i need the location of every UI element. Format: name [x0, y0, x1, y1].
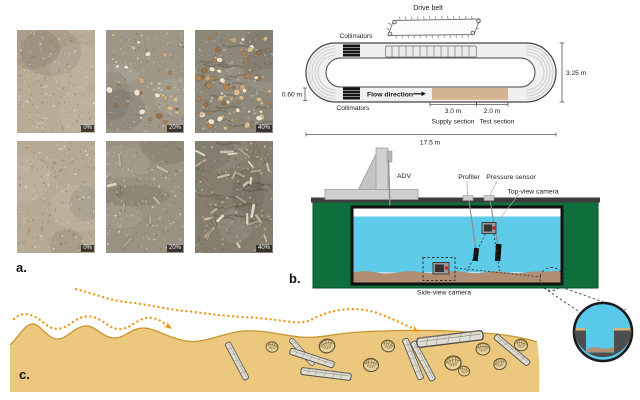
pressure-sensor-body [494, 243, 502, 262]
panel-b-label: b. [289, 271, 301, 286]
track-width-label: 3.25 m [566, 70, 587, 77]
sand-texture [106, 141, 184, 253]
camera-lens-icon [444, 266, 449, 270]
sand-texture [195, 141, 273, 253]
bed-photo-20pct-razors: 20% [106, 141, 184, 253]
coverage-badge: 0% [81, 245, 94, 252]
magnifier-circle [539, 267, 564, 291]
top-view-camera [466, 193, 520, 272]
test-length-label: 2.0 m [484, 108, 501, 115]
flume-side-view: ADV Profiler Pressure sensor [311, 147, 634, 363]
panel-c-label: c. [19, 367, 30, 382]
arrowhead-icon [410, 325, 419, 332]
side-view-camera-label: Side-view camera [417, 290, 471, 297]
racetrack-inner [325, 57, 536, 88]
coverage-badge: 20% [166, 245, 183, 252]
coverage-badge: 0% [81, 125, 94, 132]
coverage-badge: 40% [255, 125, 272, 132]
channel-width-label: 0.60 m [282, 92, 303, 99]
test-recess-inset [572, 301, 634, 363]
pressure-mount [483, 195, 495, 201]
collimator-top [343, 44, 360, 57]
profiler-mount [462, 195, 474, 201]
flume-rail [311, 197, 600, 203]
collimators-top-label: Collimators [340, 33, 374, 40]
arrowhead-icon [163, 321, 172, 329]
drive-belt-label: Drive belt [413, 5, 443, 12]
bed-photo-40pct-cockles: 40% [195, 30, 273, 133]
bed-photo-0pct-cockles: 0% [17, 30, 95, 133]
pressure-pointer [489, 180, 498, 196]
sand-texture [17, 30, 95, 133]
sand-texture [17, 141, 95, 253]
bed-photo-40pct-razors: 40% [195, 141, 273, 253]
flow-direction-arrow-icon [413, 91, 426, 97]
collimator-bottom [343, 87, 360, 100]
transport-arrow-2 [74, 287, 417, 331]
collimators-bottom-label: Collimators [337, 105, 371, 112]
dimension-lines [303, 42, 565, 137]
transport-arrow-1 [12, 312, 170, 331]
bed-photo-0pct-razors: 0% [17, 141, 95, 253]
transport-arrows [12, 287, 419, 332]
track-length-label: 17.5 m [420, 140, 441, 147]
inset-connectors [543, 286, 627, 314]
pressure-sensor-label: Pressure sensor [486, 174, 536, 181]
profiler-label: Profiler [458, 174, 480, 181]
top-view-camera-label: Top-view camera [507, 189, 559, 196]
water [353, 216, 561, 273]
test-section-label: Test section [480, 119, 515, 126]
flow-direction-label: Flow direction [367, 92, 413, 99]
bed-sections [432, 88, 508, 100]
cockle-shell [475, 342, 491, 356]
flume-top-view: Drive belt [282, 5, 587, 147]
supply-section-label: Supply section [432, 119, 475, 126]
panel-a-label: a. [16, 260, 27, 275]
profiler-pointer [466, 180, 468, 196]
gantry [324, 147, 419, 200]
profiler-sensor [472, 247, 480, 262]
bed-photo-20pct-cockles: 20% [106, 30, 184, 133]
camera-lens-icon [492, 226, 496, 230]
sediment-bed-illustration [9, 287, 540, 392]
supply-length-label: 3.0 m [445, 108, 462, 115]
profiler-rod [468, 200, 477, 251]
sand-texture [195, 30, 273, 133]
sand-surface-line [9, 323, 538, 346]
side-view-camera [422, 257, 542, 281]
belt-segment [385, 45, 477, 58]
coverage-badge: 40% [255, 245, 272, 252]
sand-texture [106, 30, 184, 133]
coverage-badge: 20% [166, 125, 183, 132]
drive-belt-icon [386, 15, 481, 39]
adv-label: ADV [397, 173, 411, 180]
guide-vanes [308, 45, 554, 100]
